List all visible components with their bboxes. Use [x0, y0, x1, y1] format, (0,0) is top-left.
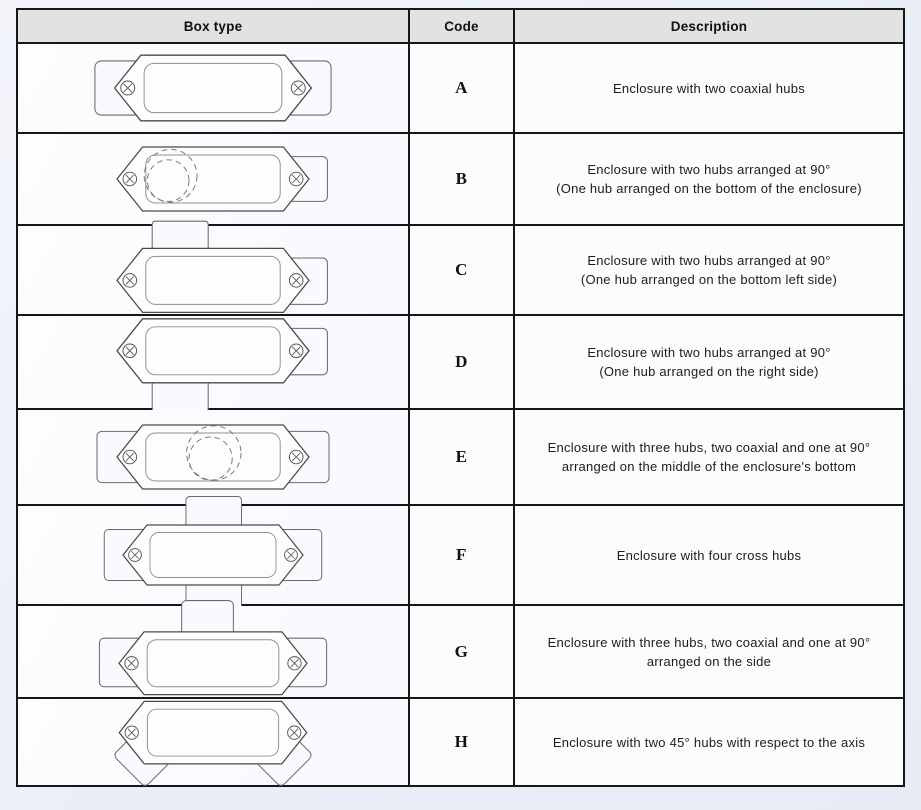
table-row: G Enclosure with three hubs, two coaxial… [18, 600, 903, 699]
diagram-cell [18, 44, 410, 132]
enclosure-three-hubs-side-icon [98, 600, 328, 696]
description-value: Enclosure with three hubs, two coaxial a… [547, 440, 871, 474]
description-value: Enclosure with two 45° hubs with respect… [552, 734, 866, 750]
enclosure-two-hubs-90-right-icon [116, 318, 328, 413]
diagram-cell [18, 134, 410, 224]
enclosure-two-hubs-90-bottom-icon [116, 146, 328, 212]
diagram-cell [18, 699, 410, 786]
code-value: B [455, 169, 468, 188]
diagram-cell [18, 600, 410, 697]
description-value: Enclosure with two hubs arranged at 90° … [587, 345, 831, 379]
table-row: E Enclosure with three hubs, two coaxial… [18, 410, 903, 506]
header-cell-code: Code [410, 10, 515, 42]
header-cell-box-type: Box type [18, 10, 410, 42]
box-type-spec-table: Box type Code Description A Enclosure wi… [16, 8, 905, 787]
description-value: Enclosure with two hubs arranged at 90° … [556, 162, 862, 196]
header-cell-description: Description [515, 10, 903, 42]
header-label-box-type: Box type [183, 18, 243, 34]
code-value: H [454, 732, 469, 751]
diagram-cell [18, 220, 410, 314]
header-label-code: Code [444, 18, 479, 34]
description-value: Enclosure with four cross hubs [616, 547, 802, 563]
table-header-row: Box type Code Description [18, 10, 903, 44]
description-value: Enclosure with two hubs arranged at 90° … [580, 253, 838, 287]
code-value: C [455, 260, 468, 279]
table-row: D Enclosure with two hubs arranged at 90… [18, 316, 903, 413]
diagram-cell [18, 496, 410, 614]
diagram-cell [18, 316, 410, 413]
enclosure-three-hubs-middle-bottom-icon [96, 424, 330, 490]
table-row: F Enclosure with four cross hubs [18, 496, 903, 614]
enclosure-two-coaxial-hubs-icon [94, 54, 332, 122]
code-value: A [455, 78, 468, 97]
code-value: E [455, 447, 468, 466]
enclosure-two-hubs-90-bottom-left-icon [116, 220, 328, 314]
table-row: B Enclosure with two hubs arranged at 90… [18, 134, 903, 226]
table-row: H Enclosure with two 45° hubs with respe… [18, 699, 903, 786]
enclosure-two-45deg-hubs-icon [114, 700, 312, 786]
description-value: Enclosure with three hubs, two coaxial a… [547, 634, 871, 669]
code-value: F [456, 545, 467, 564]
description-value: Enclosure with two coaxial hubs [612, 80, 805, 96]
enclosure-four-cross-hubs-icon [103, 496, 323, 614]
diagram-cell [18, 410, 410, 504]
code-value: G [454, 641, 469, 661]
table-row: C Enclosure with two hubs arranged at 90… [18, 220, 903, 316]
header-label-description: Description [670, 18, 748, 34]
table-row: A Enclosure with two coaxial hubs [18, 44, 903, 134]
code-value: D [455, 352, 468, 371]
